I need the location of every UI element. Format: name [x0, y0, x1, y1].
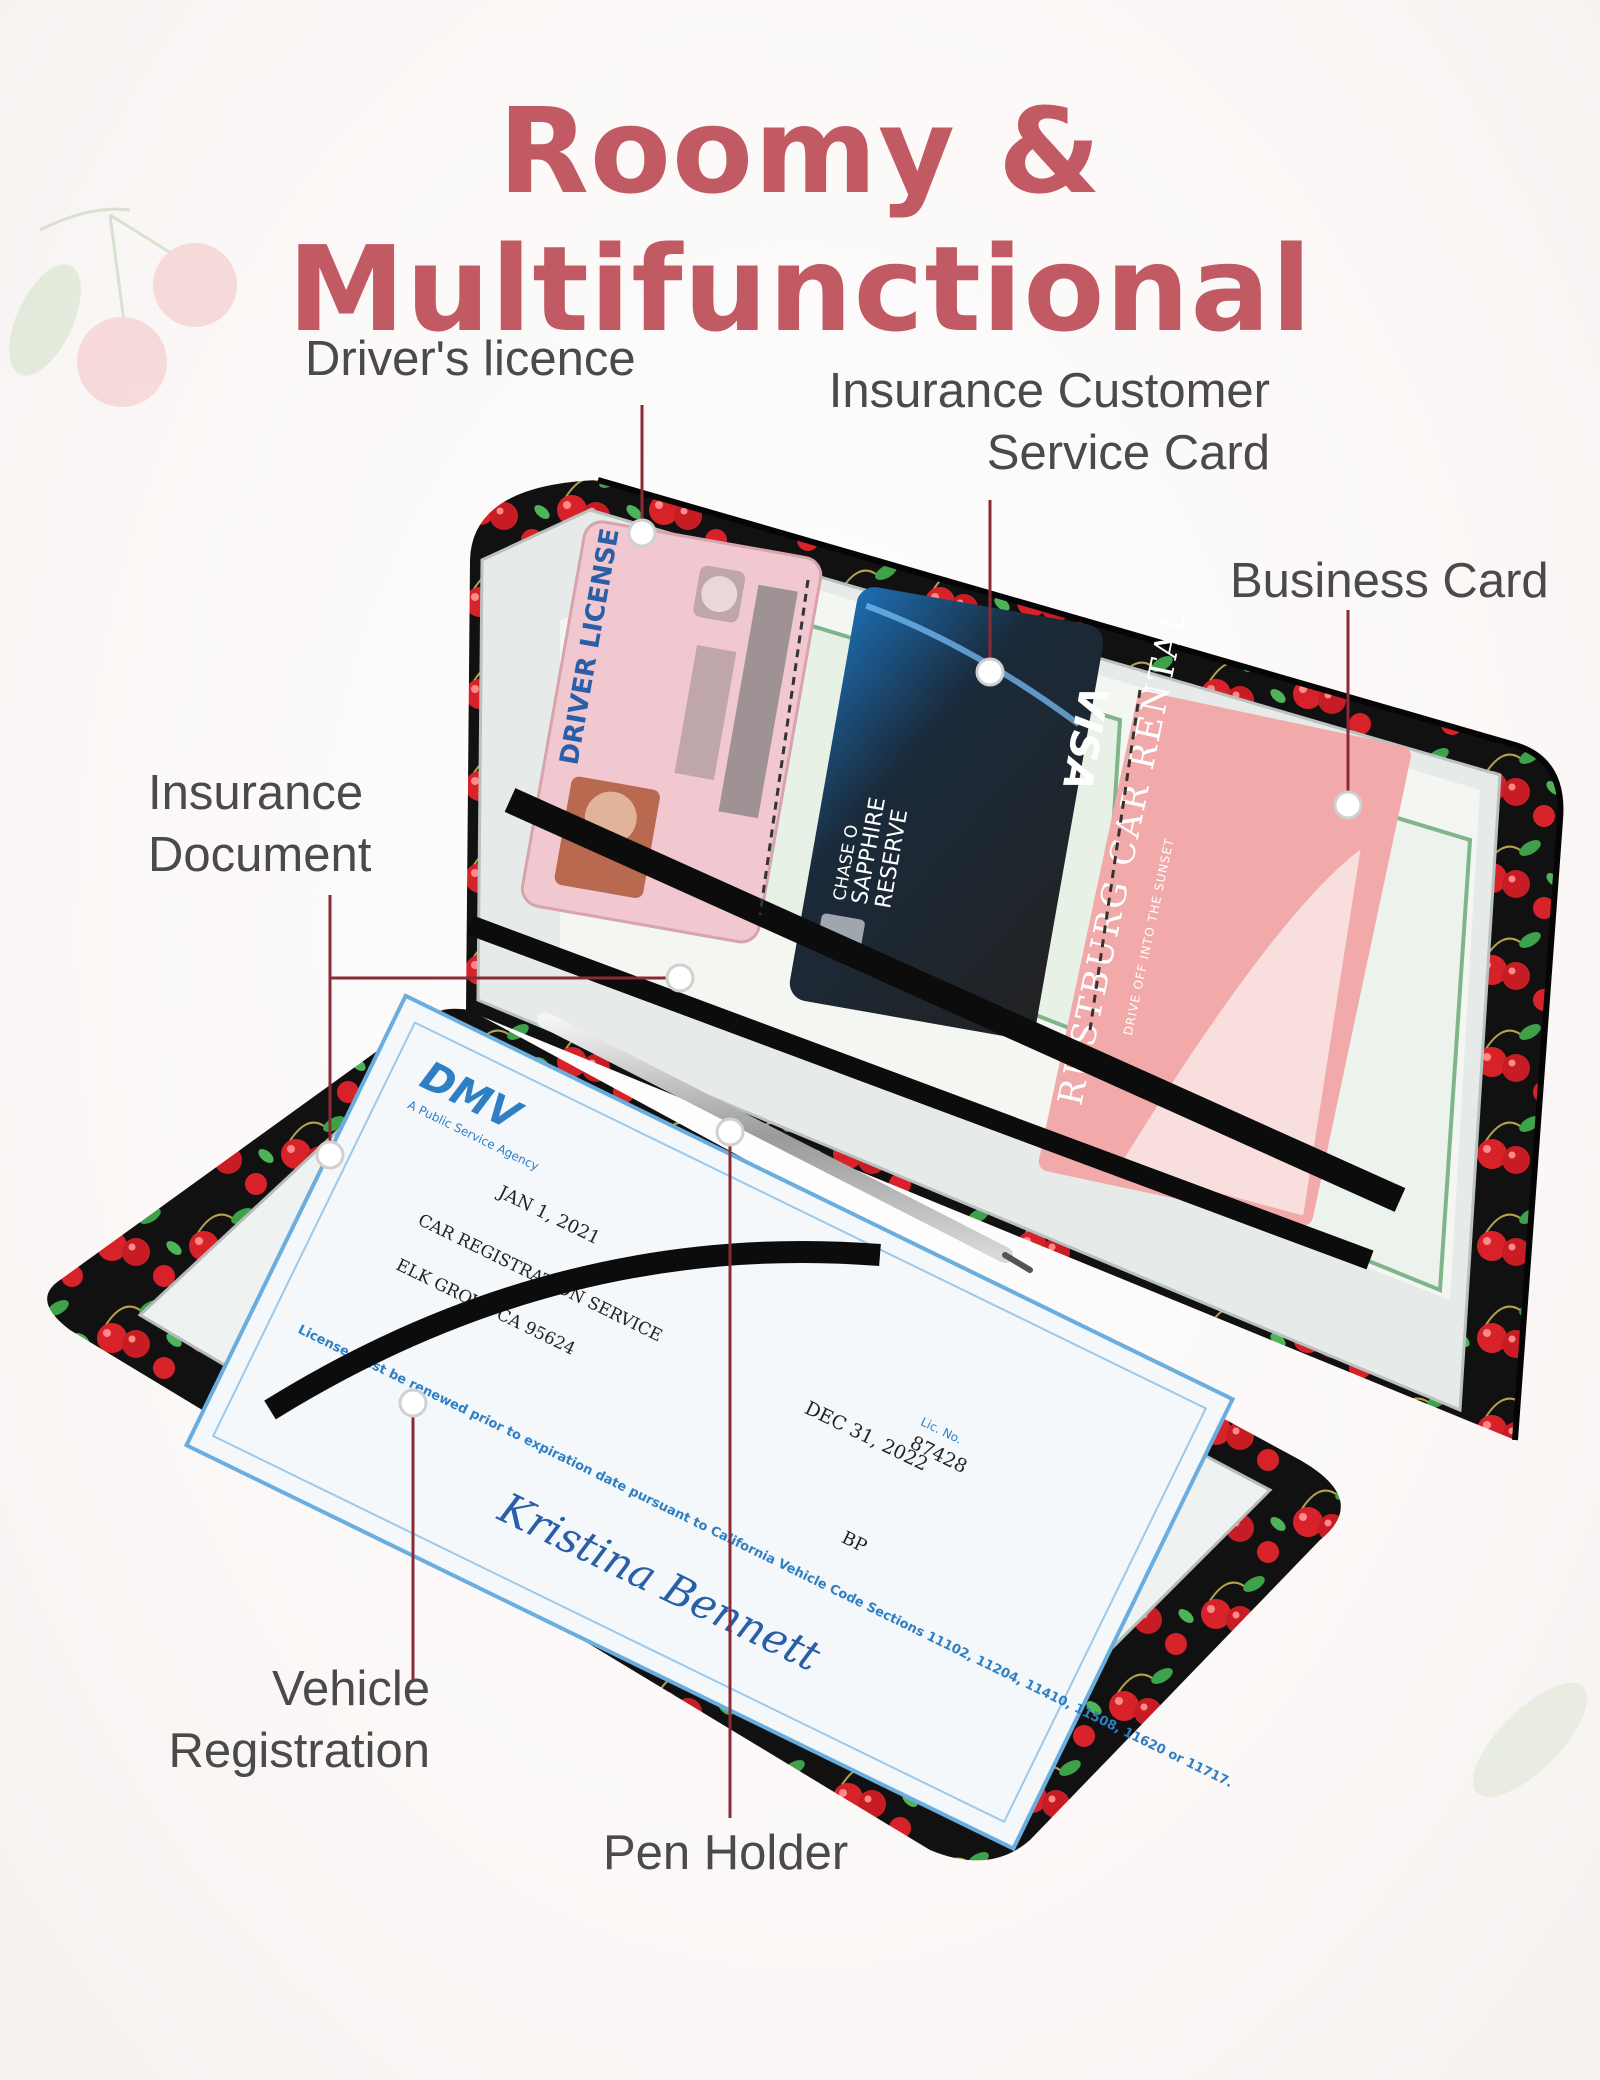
label-vehicle-registration: Vehicle Registration	[130, 1658, 430, 1782]
hotspot-insurance-card	[975, 657, 1005, 687]
label-business-card: Business Card	[1230, 550, 1549, 612]
label-pen-holder-text: Pen Holder	[603, 1826, 849, 1880]
label-insurance-document-line-1: Insurance	[148, 766, 364, 820]
background-cherry-decoration	[9, 207, 237, 407]
hotspot-business-card	[1333, 790, 1363, 820]
hotspot-drivers-licence	[627, 518, 657, 548]
label-insurance-document-line-2: Document	[148, 828, 372, 882]
label-insurance-document: Insurance Document	[148, 762, 371, 886]
label-drivers-licence-text: Driver's licence	[305, 332, 636, 386]
card-slot-bands	[466, 579, 1406, 1270]
label-insurance-card-line-2: Service Card	[986, 426, 1270, 480]
page-title: Roomy & Multifunctional	[287, 82, 1313, 358]
label-drivers-licence: Driver's licence	[305, 328, 636, 390]
pen	[537, 1012, 1033, 1273]
label-vehicle-registration-line-1: Vehicle	[271, 1662, 430, 1716]
label-vehicle-registration-line-2: Registration	[168, 1724, 430, 1778]
hotspot-vehicle-registration	[398, 1388, 428, 1418]
callout-hotspots	[315, 518, 1363, 1418]
hotspot-insurance-document	[665, 963, 695, 993]
hotspot-pen-holder	[715, 1117, 745, 1147]
callout-lines	[328, 405, 1350, 1818]
label-pen-holder: Pen Holder	[603, 1822, 848, 1884]
label-insurance-customer-service-card: Insurance Customer Service Card	[780, 360, 1270, 484]
label-insurance-card-line-1: Insurance Customer	[828, 364, 1270, 418]
background-leaf-decoration	[1472, 1682, 1588, 1798]
label-business-card-text: Business Card	[1230, 554, 1549, 608]
hotspot-insurance-document-lower	[315, 1140, 345, 1170]
